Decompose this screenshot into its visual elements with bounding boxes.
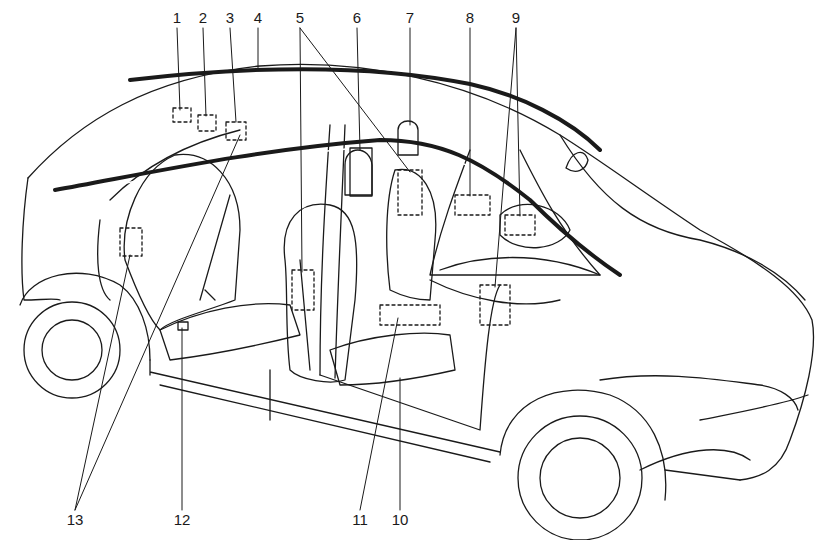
front-wheel [518, 416, 642, 540]
callout-number: 11 [352, 512, 368, 528]
callout-number: 10 [392, 512, 409, 528]
buckle [178, 322, 188, 330]
callout-number: 1 [173, 10, 181, 26]
rear-wheel-arch [20, 273, 150, 360]
sill [150, 360, 500, 462]
front-bumper [600, 376, 808, 480]
callout-number: 2 [199, 10, 207, 26]
callout-number: 12 [174, 512, 191, 528]
airbag-locations [120, 108, 535, 325]
front-wheel-hub [540, 438, 620, 518]
car-body [28, 64, 813, 480]
c-pillar [98, 130, 240, 300]
front-seat-cushion [330, 333, 455, 385]
rear-wheel [24, 302, 120, 398]
front-seat [284, 204, 357, 382]
steering-wheel [500, 204, 570, 247]
callout-number: 6 [353, 10, 361, 26]
windshield [430, 150, 600, 275]
curtain-airbag-band [130, 69, 600, 150]
dashboard [430, 258, 600, 304]
callout-number: 9 [512, 10, 520, 26]
callout-number: 3 [226, 10, 234, 26]
rear-seat-cushion [160, 304, 300, 360]
callout-number: 5 [296, 10, 304, 26]
mirror [566, 152, 588, 171]
side-airbag [350, 148, 372, 196]
callout-number: 13 [67, 512, 84, 528]
curtain-airbag-band [58, 146, 526, 205]
rear-wheel-hub [42, 320, 102, 380]
b-pillar [320, 125, 345, 378]
headrest [345, 150, 372, 195]
driver-seat [387, 169, 436, 300]
callout-number: 4 [254, 10, 262, 26]
headrest [398, 121, 418, 155]
seat-belt [200, 195, 310, 370]
callout-number: 8 [466, 10, 474, 26]
callout-number: 7 [406, 10, 414, 26]
leader-lines [75, 28, 520, 510]
front-wheel-arch [500, 390, 666, 500]
